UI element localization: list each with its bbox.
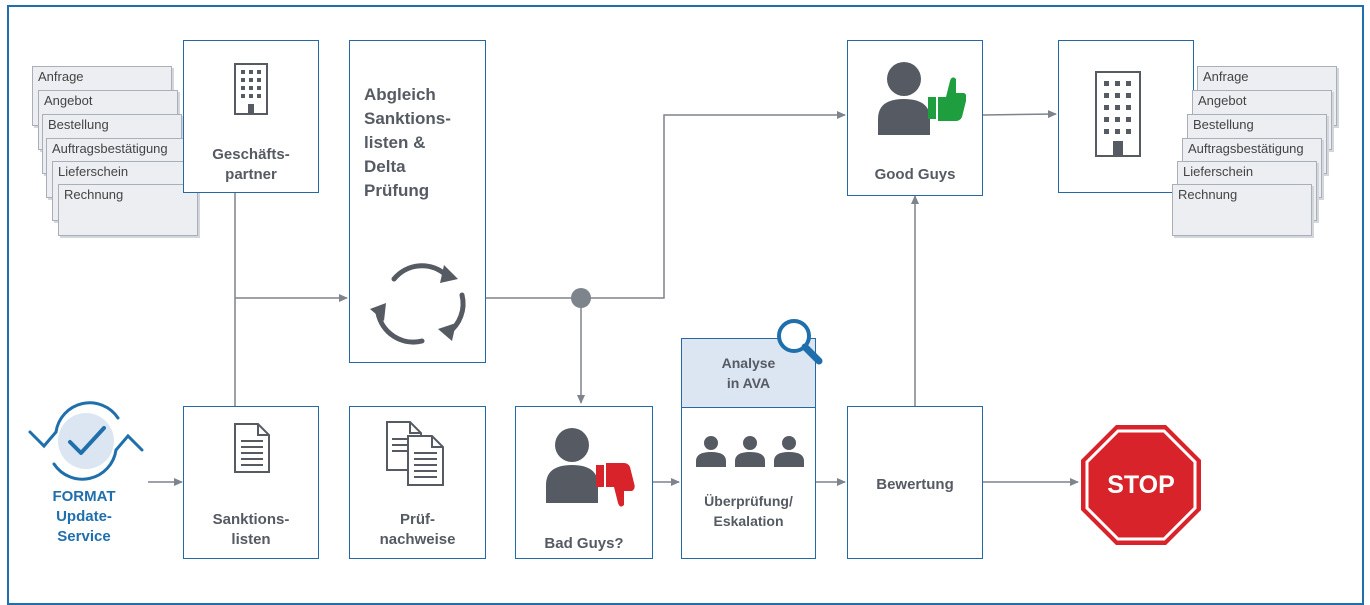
incoming-doc: Rechnung xyxy=(58,184,198,236)
outgoing-doc: Rechnung xyxy=(1172,184,1312,236)
documents-icon xyxy=(386,421,444,486)
arrow-good-to-partner xyxy=(982,110,1057,119)
bad-guys-label: Bad Guys? xyxy=(544,535,624,552)
magnifier-icon xyxy=(777,319,823,365)
connectors xyxy=(148,110,1079,486)
partner-box: Geschäfts- partner xyxy=(183,40,319,193)
outgoing-partner-box xyxy=(1058,40,1194,193)
partner-label: Geschäfts- partner xyxy=(212,146,290,183)
bad-guys-box: Bad Guys? xyxy=(515,406,653,559)
person-thumbs-down-icon xyxy=(546,428,635,507)
bewertung-box: Bewertung xyxy=(847,406,983,559)
arrow-to-good-guys xyxy=(486,111,846,299)
format-update-service-icon xyxy=(28,401,144,481)
sanktionslisten-box: Sanktions- listen xyxy=(183,406,319,559)
person-thumbs-up-icon xyxy=(878,62,966,135)
junction-dot xyxy=(571,288,591,308)
pruefnachweise-label: Prüf- nachweise xyxy=(379,511,456,548)
refresh-cycle-icon xyxy=(370,263,466,345)
format-update-service-label: FORMAT Update- Service xyxy=(52,488,116,545)
building-icon xyxy=(234,63,268,115)
analyse-label: Überprüfung/ Eskalation xyxy=(704,493,793,529)
bewertung-label: Bewertung xyxy=(876,476,954,493)
document-icon xyxy=(234,423,270,473)
good-guys-box: Good Guys xyxy=(847,40,983,196)
pruefnachweise-box: Prüf- nachweise xyxy=(349,406,486,559)
analyse-box: Analyse in AVA Überprüfung/ Eskalation xyxy=(681,338,816,559)
people-group-icon xyxy=(696,436,804,467)
abgleich-box: Abgleich Sanktions- listen & Delta Prüfu… xyxy=(349,40,486,363)
abgleich-label: Abgleich Sanktions- listen & Delta Prüfu… xyxy=(364,85,451,200)
stop-label: STOP xyxy=(1107,471,1175,499)
stop-sign-icon xyxy=(1081,425,1201,545)
sanktionslisten-label: Sanktions- listen xyxy=(212,511,290,548)
analyse-header-label: Analyse in AVA xyxy=(721,355,776,391)
building-icon xyxy=(1095,71,1141,157)
good-guys-label: Good Guys xyxy=(874,166,956,183)
